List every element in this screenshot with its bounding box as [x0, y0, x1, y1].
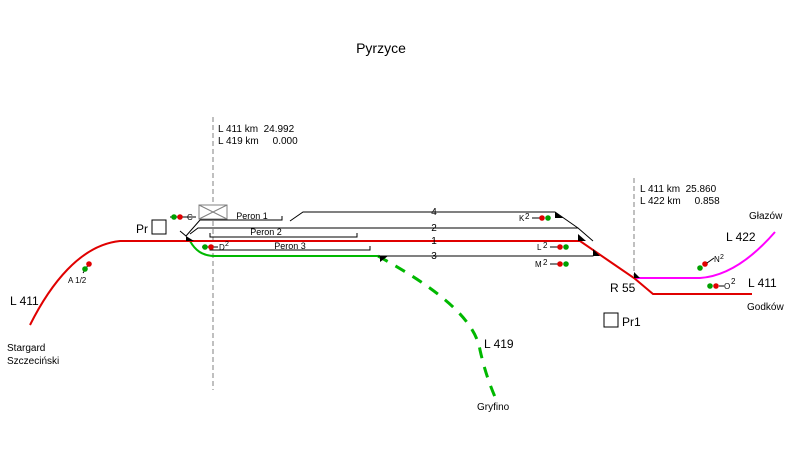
line-label-l419: L 419	[484, 337, 514, 351]
signal-k-sup: 2	[525, 212, 530, 221]
signal-m-sup: 2	[543, 258, 548, 267]
switch-marker	[634, 272, 640, 278]
line-label-l411-left: L 411	[10, 294, 39, 308]
post-pr1-label: Pr1	[622, 315, 641, 329]
signal-n-sup: 2	[720, 254, 724, 261]
signal-o-sup: 2	[731, 277, 736, 286]
track-3-l419-start	[189, 240, 378, 257]
station-glazow: Głazów	[749, 211, 783, 222]
signal-l-sup: 2	[543, 241, 548, 250]
line-422-branch	[634, 231, 776, 279]
signal-l-label: L	[537, 243, 542, 252]
track-number: 4	[431, 207, 437, 218]
signal-n: N 2	[697, 254, 724, 271]
line-419-branch	[377, 254, 497, 398]
signal-l: L 2	[537, 241, 569, 252]
signal-d-sup: 2	[225, 241, 229, 248]
switch-marker	[593, 249, 600, 256]
signal-n-label: N	[714, 255, 720, 264]
platform-2-label: Peron 2	[250, 227, 282, 237]
post-r55-label: R 55	[610, 281, 636, 295]
line-label-l422: L 422	[726, 230, 756, 244]
station-stargard-1: Stargard	[7, 343, 45, 354]
signal-m-label: M	[535, 260, 542, 269]
station-stargard-2: Szczeciński	[7, 356, 59, 367]
signal-k-label: K	[519, 214, 525, 223]
signal-m: M 2	[535, 258, 569, 269]
station-gryfino: Gryfino	[477, 402, 510, 413]
track-2	[189, 227, 594, 242]
signal-o: O 2	[707, 277, 736, 291]
signal-c: C	[170, 213, 196, 222]
post-pr1-box	[603, 312, 619, 328]
km-left-l419: L 419 km 0.000	[218, 136, 298, 147]
switch-marker	[578, 234, 586, 241]
km-right-l422: L 422 km 0.858	[640, 196, 720, 207]
platform-2	[209, 233, 358, 238]
platform-3-label: Peron 3	[274, 241, 306, 251]
platform-1-label: Peron 1	[236, 211, 268, 221]
station-godkow: Godków	[747, 302, 784, 313]
signal-d: D 2	[202, 241, 229, 252]
signal-k: K 2	[519, 212, 551, 223]
signal-d-label: D	[219, 243, 225, 252]
line-411-main	[29, 240, 752, 326]
signal-a: A 1/2	[68, 261, 92, 285]
track-number: 3	[431, 251, 437, 262]
track-4	[289, 211, 579, 229]
km-right-l411: L 411 km 25.860	[640, 184, 717, 195]
station-title: Pyrzyce	[356, 40, 406, 56]
signal-a-label: A 1/2	[68, 276, 87, 285]
km-left-l411: L 411 km 24.992	[218, 124, 295, 135]
switch-marker	[555, 212, 563, 218]
switch-marker	[380, 256, 388, 262]
post-pr-box	[151, 219, 167, 235]
signal-o-label: O	[724, 282, 730, 291]
track-3	[370, 250, 597, 257]
level-crossing	[198, 204, 228, 220]
signal-c-label: C	[187, 213, 193, 222]
post-pr-label: Pr	[136, 222, 148, 236]
line-label-l411-right: L 411	[748, 276, 777, 290]
platform-1	[228, 216, 283, 221]
track-number: 1	[431, 236, 437, 247]
switch-marker	[186, 236, 194, 241]
track-number: 2	[431, 223, 437, 234]
